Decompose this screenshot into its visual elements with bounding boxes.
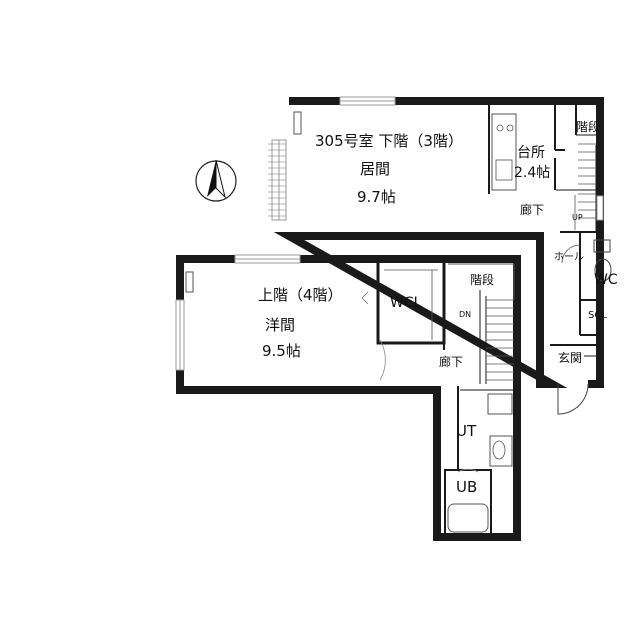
upper-stairs-label: 階段: [470, 273, 495, 287]
wc-label: WC: [594, 272, 618, 288]
western-room-label: 洋間: [265, 316, 296, 334]
upper-floor-outer-wall: [176, 255, 521, 541]
western-room-size: 9.5帖: [262, 342, 301, 360]
down-label: DN: [459, 310, 472, 319]
lower-hall-label: 廊下: [520, 203, 545, 217]
upper-floor-title: 上階（4階）: [258, 286, 343, 304]
living-room-size: 9.7帖: [357, 188, 396, 206]
north-arrow-icon: [195, 159, 237, 202]
living-room-label: 居間: [360, 160, 391, 178]
bath-label: UB: [456, 478, 478, 496]
upper-floor: [175, 254, 521, 541]
scl-label: SCL: [588, 310, 607, 321]
wcl-label: WCL: [390, 295, 422, 311]
entrance-label: 玄関: [558, 351, 583, 365]
kitchen-size: 2.4帖: [514, 165, 551, 181]
upper-hall-label: 廊下: [439, 355, 464, 369]
lower-stairs-label: 階段: [576, 120, 601, 134]
up-label: UP: [572, 213, 583, 222]
entry-hall-label: ホール: [554, 252, 584, 263]
utility-label: UT: [456, 422, 477, 440]
lower-floor-title: 305号室 下階（3階）: [315, 132, 463, 150]
kitchen-label: 台所: [517, 145, 545, 161]
